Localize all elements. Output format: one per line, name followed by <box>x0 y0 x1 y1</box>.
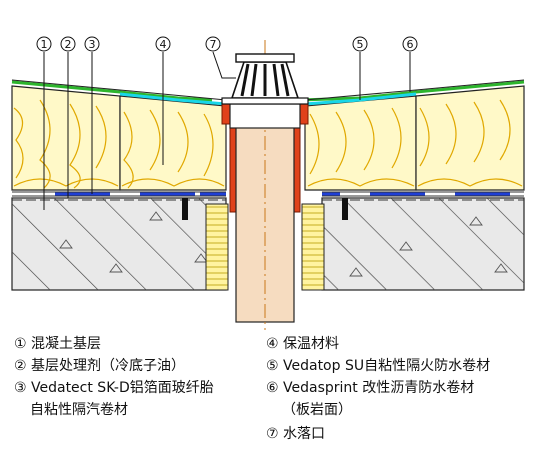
legend-item-7: ⑦ 水落口 <box>266 426 326 442</box>
legend-item-6-cont: （板岩面） <box>282 402 352 418</box>
callout-7: 7 <box>210 38 217 51</box>
legend-item-6: ⑥ Vedasprint 改性沥青防水卷材 <box>266 380 475 396</box>
legend-item-3-cont: 自粘性隔汽卷材 <box>30 402 128 418</box>
callout-6: 6 <box>407 38 414 51</box>
legend-item-3: ③ Vedatect SK-D铝箔面玻纤胎 <box>14 380 214 396</box>
insulation-layer <box>11 85 525 191</box>
callout-leaders <box>43 51 411 210</box>
concrete-base <box>11 197 525 291</box>
legend-item-2: ② 基层处理剂（冷底子油） <box>14 358 186 374</box>
roof-drain-detail-diagram: 1 2 3 4 7 5 6 <box>11 36 525 330</box>
vapor-barrier-layer <box>12 191 524 201</box>
top-membranes <box>11 79 525 106</box>
callout-2: 2 <box>65 38 72 51</box>
legend-item-5: ⑤ Vedatop SU自粘性隔火防水卷材 <box>266 358 491 374</box>
callout-1: 1 <box>41 38 48 51</box>
callout-3: 3 <box>89 38 96 51</box>
callout-5: 5 <box>357 38 364 51</box>
callout-markers <box>36 36 418 52</box>
legend-item-1: ① 混凝土基层 <box>14 336 102 352</box>
callout-4: 4 <box>160 38 167 51</box>
roof-drain <box>182 40 348 330</box>
legend-item-4: ④ 保温材料 <box>266 336 340 352</box>
